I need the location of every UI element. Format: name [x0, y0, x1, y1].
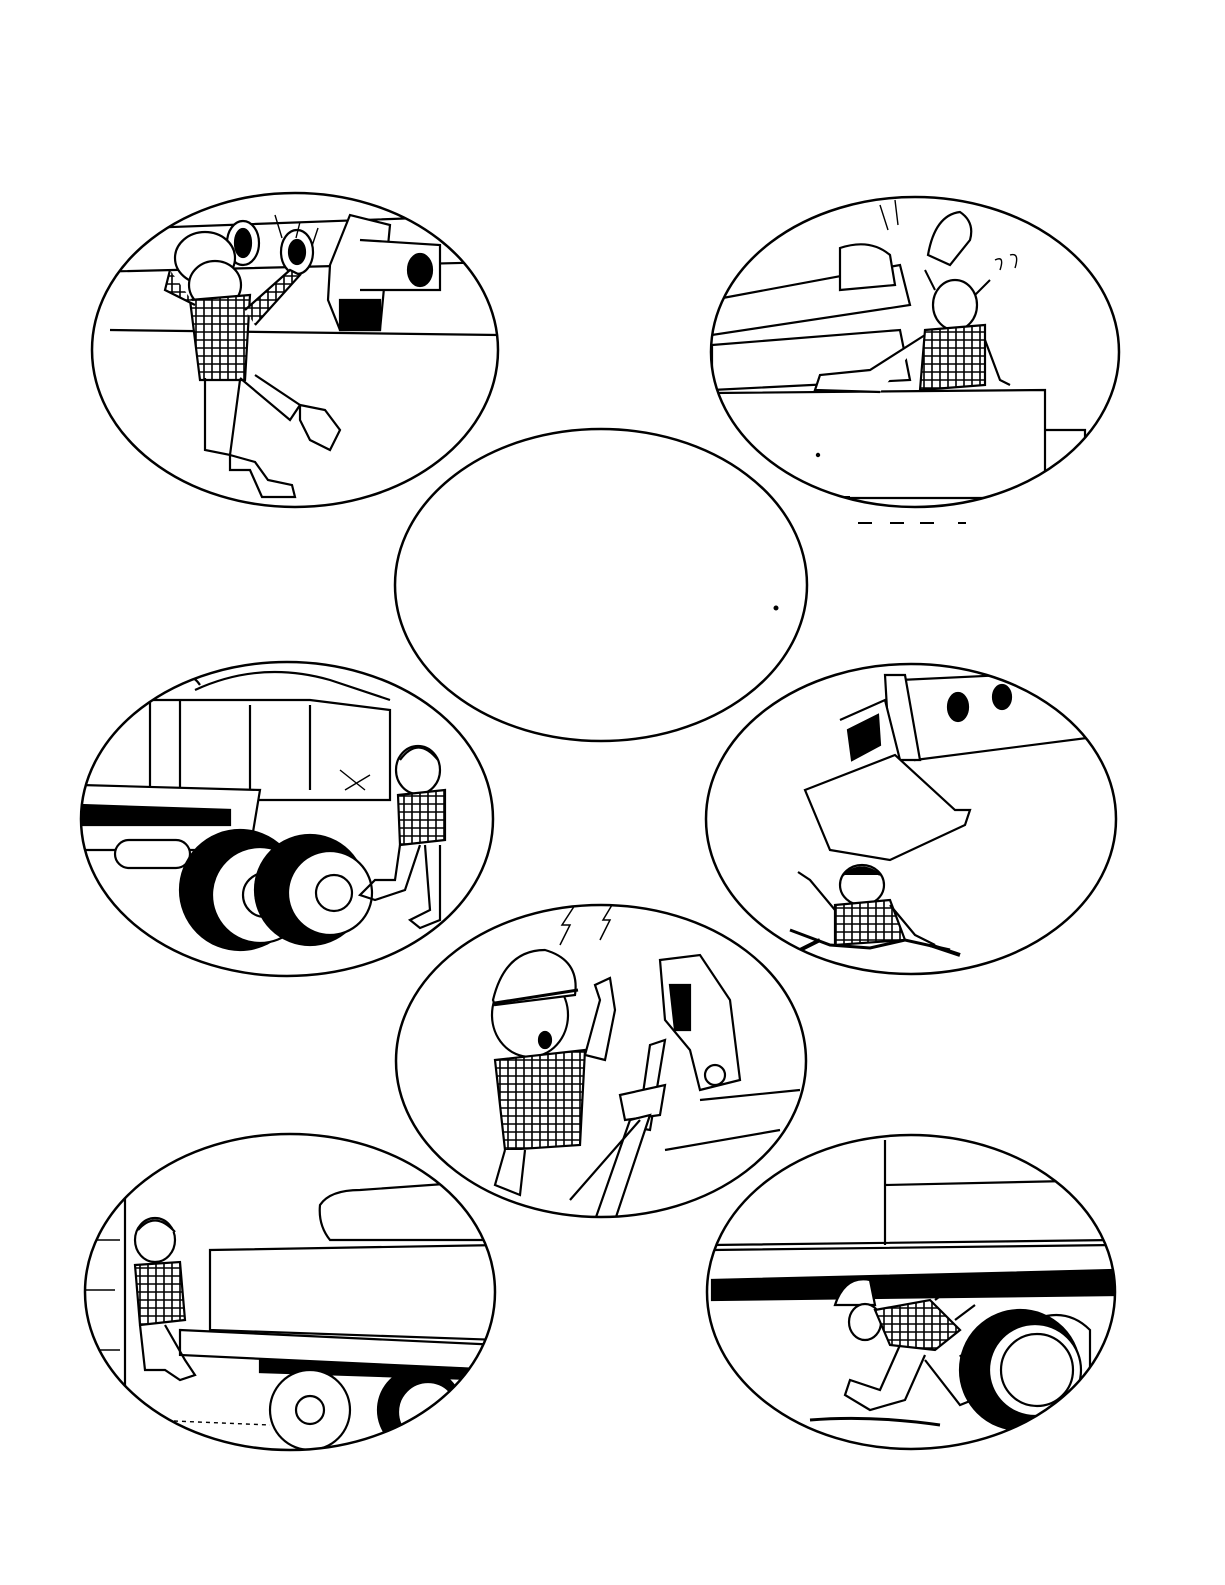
worker-pinched-finger-icon	[396, 900, 806, 1220]
worker-hit-by-truck-icon	[80, 662, 493, 976]
worker-falling-from-deck-icon	[711, 197, 1119, 507]
center-empty-oval	[395, 429, 807, 741]
worker-run-over-icon	[707, 1135, 1115, 1449]
worker-pinned-against-wall-icon	[85, 1134, 500, 1452]
worker-crushed-by-load-icon	[706, 664, 1116, 974]
worker-hit-by-boom-icon	[90, 193, 500, 507]
